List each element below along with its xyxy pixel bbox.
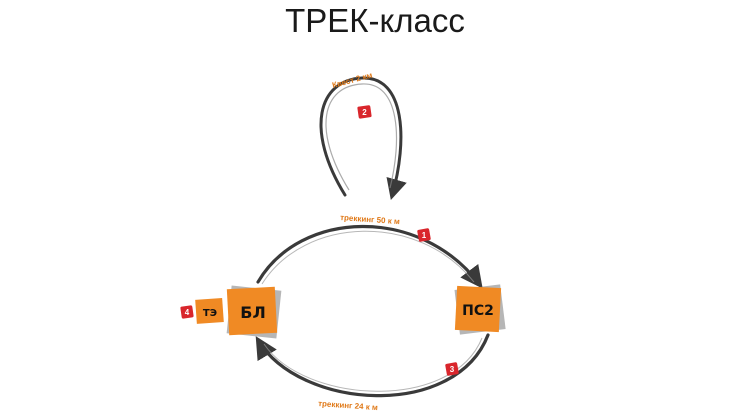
trek-24-route-label: треккинг 24 к м	[318, 399, 378, 411]
node-bl: БЛ	[226, 285, 282, 339]
badge-4-number: 4	[185, 308, 190, 317]
node-te: ТЭ	[195, 298, 224, 324]
trek-24-stroke-shade	[263, 337, 483, 392]
trek-24-stroke	[255, 333, 490, 398]
badge-2-number: 2	[362, 108, 367, 117]
trek-50-route-label: треккинг 50 к м	[340, 213, 400, 226]
badge-4: 4	[180, 305, 194, 319]
node-te-label: ТЭ	[203, 308, 217, 319]
trek-50-stroke-shade	[261, 230, 475, 285]
badge-2: 2	[357, 105, 372, 119]
trek-24-route: треккинг 24 к м 3	[255, 333, 490, 411]
badge-3: 3	[445, 362, 459, 376]
node-bl-label: БЛ	[240, 303, 265, 322]
badge-1: 1	[417, 228, 431, 242]
badge-1-number: 1	[422, 231, 427, 240]
page-title: ТРЕК-класс	[285, 2, 465, 39]
node-ps2-label: ПС2	[462, 303, 494, 319]
trek-50-stroke	[256, 224, 483, 289]
quest-route-label: Квест 2 км	[331, 71, 373, 90]
quest-loop-route: Квест 2 км 2	[319, 71, 407, 201]
badge-3-number: 3	[450, 365, 455, 374]
node-ps2: ПС2	[454, 284, 506, 335]
trek-50-route: треккинг 50 к м 1	[256, 213, 483, 289]
quest-loop-stroke-shade	[325, 83, 398, 191]
quest-loop-stroke	[319, 76, 407, 201]
